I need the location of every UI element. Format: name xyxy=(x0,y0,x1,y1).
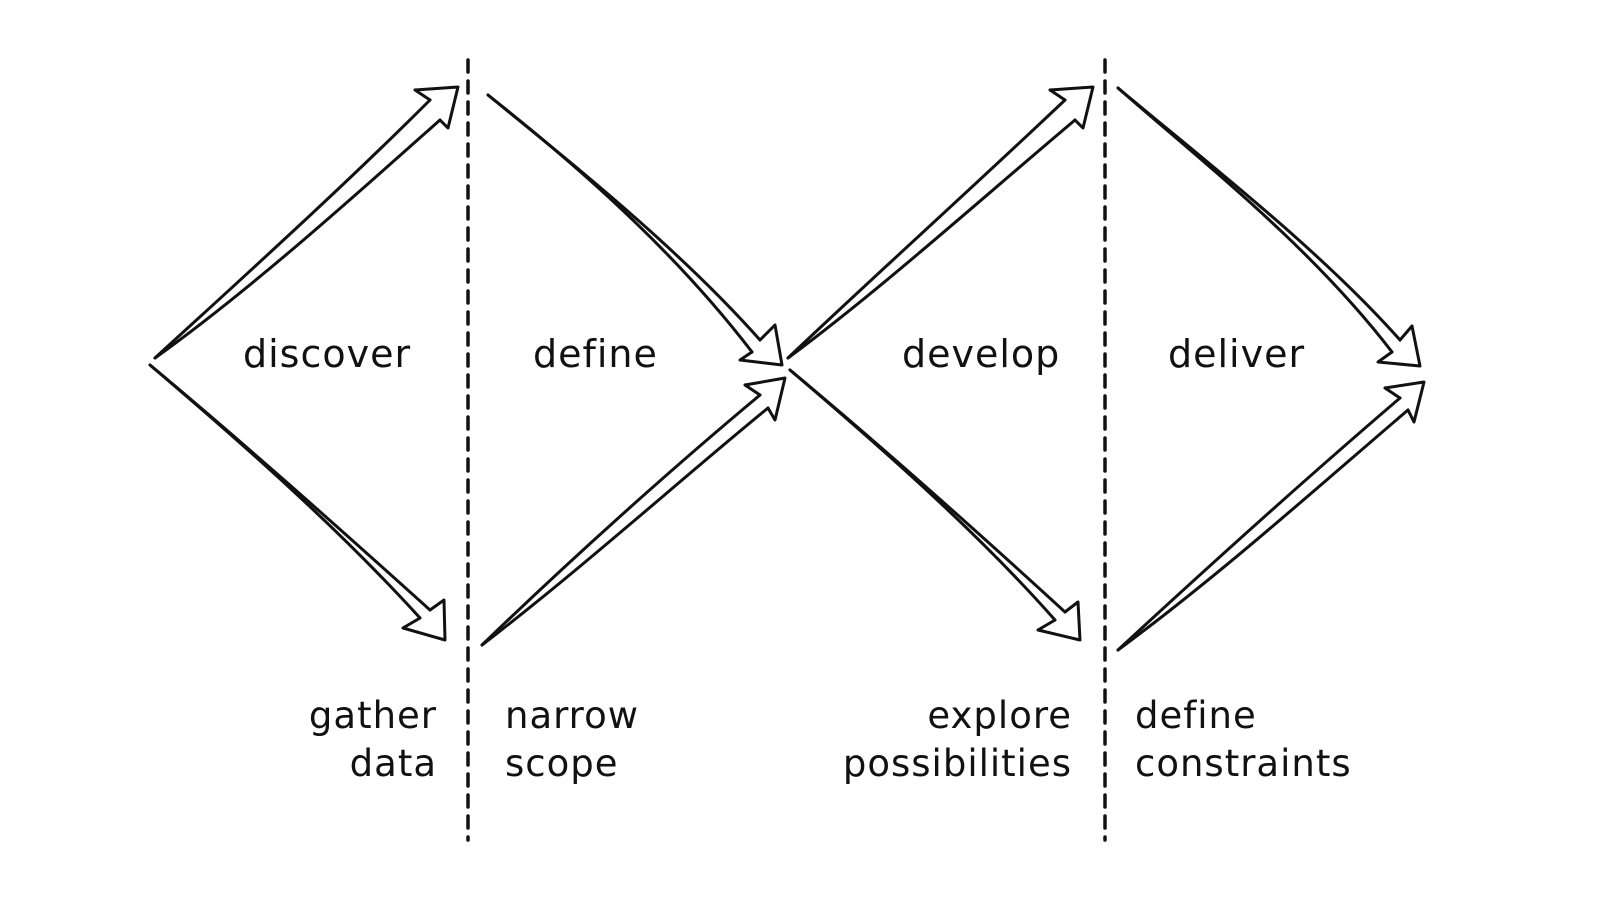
description-explore-possibilities: explore possibilities xyxy=(842,694,1072,785)
arrow-develop-up xyxy=(786,85,1095,360)
description-define-constraints: define constraints xyxy=(1135,694,1352,785)
phase-label-discover: discover xyxy=(243,332,412,376)
arrow-deliver-down xyxy=(1116,86,1422,368)
arrow-define-down xyxy=(486,93,784,367)
arrow-define-up xyxy=(480,376,787,647)
arrow-deliver-up xyxy=(1116,380,1426,652)
phase-label-deliver: deliver xyxy=(1168,332,1306,376)
arrow-develop-down xyxy=(788,368,1082,642)
arrow-discover-up xyxy=(153,85,460,360)
phase-label-define: define xyxy=(533,332,658,376)
description-narrow-scope: narrow scope xyxy=(505,694,639,785)
arrow-discover-down xyxy=(148,363,447,642)
description-gather-data: gather data xyxy=(308,694,437,785)
phase-label-develop: develop xyxy=(902,332,1061,376)
